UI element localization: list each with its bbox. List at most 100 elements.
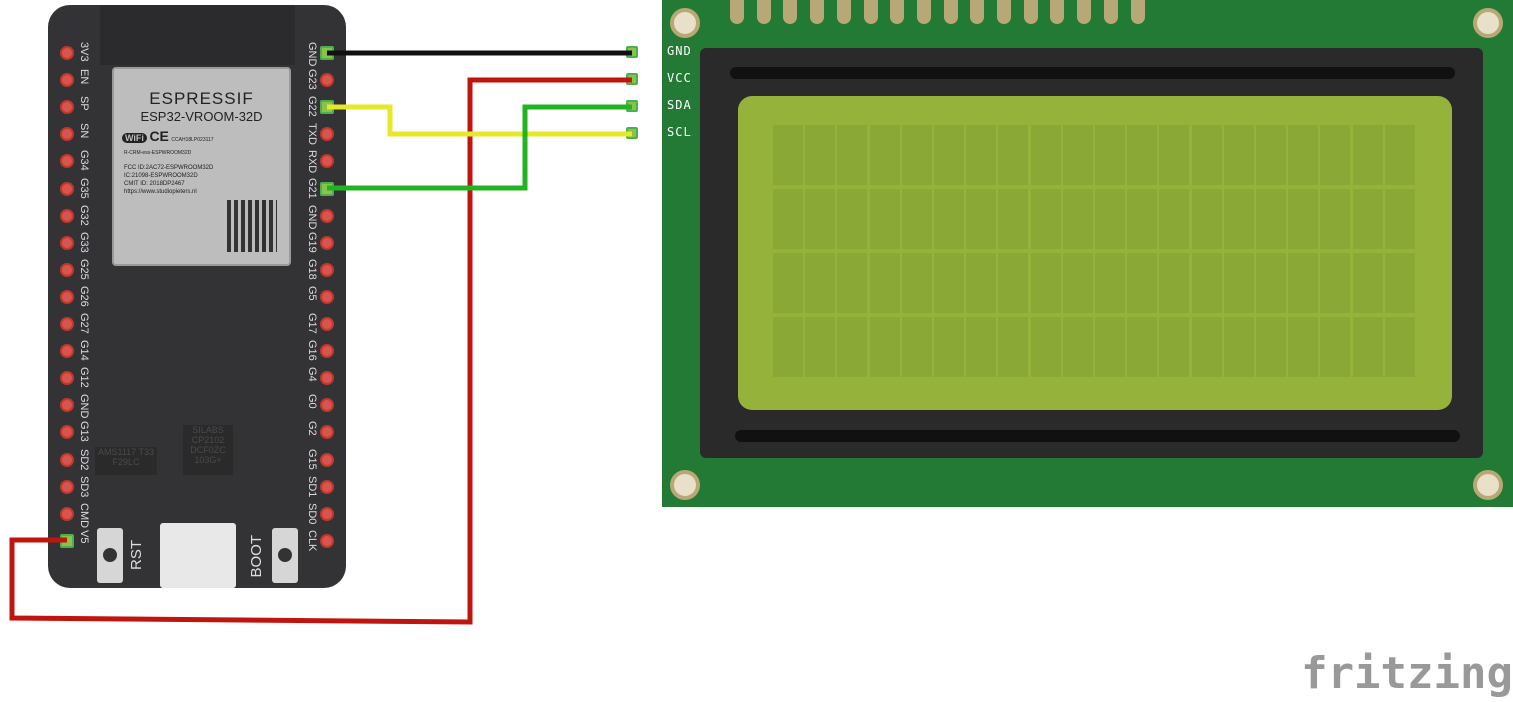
lcd-char-cell — [1127, 125, 1158, 185]
lcd-char-cell — [1062, 253, 1093, 313]
lcd-char-cell — [1288, 253, 1319, 313]
lcd-char-cell — [1384, 189, 1415, 249]
pin-g13[interactable] — [60, 425, 74, 440]
bezel-slot-bottom — [735, 430, 1460, 442]
lcd-char-cell — [901, 189, 932, 249]
pin-g27[interactable] — [60, 317, 74, 331]
lcd-char-cell — [869, 253, 900, 313]
pin-sd1[interactable] — [320, 479, 334, 494]
lcd-char-cell — [1062, 189, 1093, 249]
pin-label: G18 — [306, 258, 318, 280]
mount-hole — [670, 8, 700, 38]
lcd-char-cell — [837, 253, 868, 313]
pin-g2[interactable] — [320, 425, 334, 440]
lcd-char-cell — [1320, 317, 1351, 377]
lcd-char-cell — [1030, 253, 1061, 313]
header-pin[interactable] — [730, 0, 744, 24]
header-pin[interactable] — [783, 0, 798, 24]
pin-label: G2 — [306, 421, 318, 437]
wire-vcc[interactable] — [9, 77, 632, 625]
pin-g35[interactable] — [60, 181, 74, 196]
wire-scl[interactable] — [327, 104, 632, 137]
header-pin[interactable] — [1077, 0, 1092, 24]
header-pin[interactable] — [970, 0, 985, 24]
ce-mark: CE — [149, 128, 169, 144]
lcd-char-cell — [1159, 125, 1190, 185]
pin-g14[interactable] — [60, 344, 74, 359]
pin-g25[interactable] — [60, 262, 74, 277]
header-pin[interactable] — [1023, 0, 1038, 24]
pin-g32[interactable] — [60, 208, 74, 223]
lcd-char-cell — [966, 125, 997, 185]
pin-3v3[interactable] — [60, 46, 74, 60]
pin-g34[interactable] — [60, 154, 74, 169]
lcd-char-cell — [1062, 317, 1093, 377]
pin-sd0[interactable] — [320, 506, 334, 521]
pin-g5[interactable] — [320, 289, 334, 304]
mount-hole — [1473, 470, 1503, 500]
wire-sda[interactable] — [327, 104, 632, 191]
pin-sn[interactable] — [60, 127, 74, 142]
pin-label: G0 — [306, 394, 318, 409]
lcd-char-cell — [901, 125, 932, 185]
usb-port[interactable] — [160, 523, 236, 588]
header-pin[interactable] — [1050, 0, 1065, 24]
header-pin[interactable] — [890, 0, 905, 24]
lcd-char-cell — [901, 253, 932, 313]
pin-label: G21 — [306, 177, 318, 199]
header-pin[interactable] — [863, 0, 878, 24]
pin-label: G26 — [78, 285, 90, 307]
header-pin[interactable] — [943, 0, 958, 24]
rst-button[interactable] — [97, 528, 123, 583]
header-pin[interactable] — [836, 0, 851, 24]
lcd-char-cell — [1288, 125, 1319, 185]
lcd-char-cell — [1191, 317, 1222, 377]
lcd-pin-label: SDA — [667, 98, 692, 112]
header-pin[interactable] — [916, 0, 931, 24]
lcd-char-cell — [998, 317, 1029, 377]
lcd-char-cell — [998, 125, 1029, 185]
pin-label: G22 — [306, 96, 318, 117]
header-pin[interactable] — [1103, 0, 1118, 24]
pin-txd[interactable] — [320, 127, 334, 142]
pin-sd3[interactable] — [60, 479, 74, 494]
esp32-module: ESPRESSIF ESP32-VROOM-32D WiFi CE CCAH18… — [112, 67, 291, 266]
pin-en[interactable] — [60, 73, 74, 88]
pin-clk[interactable] — [320, 533, 334, 548]
pin-g15[interactable] — [320, 452, 334, 467]
lcd-char-cell — [805, 253, 836, 313]
pin-g19[interactable] — [320, 235, 334, 250]
pin-g17[interactable] — [320, 317, 334, 331]
pin-gnd[interactable] — [60, 398, 74, 413]
pin-label: G25 — [78, 258, 90, 280]
pin-g23[interactable] — [320, 73, 334, 88]
pin-rxd[interactable] — [320, 154, 334, 169]
pin-g4[interactable] — [320, 371, 334, 386]
pin-sp[interactable] — [60, 100, 74, 115]
header-pin[interactable] — [1130, 0, 1145, 24]
lcd-char-cell — [773, 317, 803, 377]
pin-gnd[interactable] — [320, 208, 334, 223]
header-pin[interactable] — [810, 0, 825, 24]
lcd-char-cell — [1352, 125, 1383, 185]
header-pin[interactable] — [756, 0, 771, 24]
pin-g12[interactable] — [60, 371, 74, 386]
pin-g26[interactable] — [60, 289, 74, 304]
pin-label: G12 — [78, 367, 90, 388]
boot-button[interactable] — [272, 528, 298, 583]
lcd-char-cell — [1320, 189, 1351, 249]
pin-label: SD0 — [306, 502, 318, 525]
lcd-char-cell — [998, 189, 1029, 249]
pin-cmd[interactable] — [60, 506, 74, 521]
pin-g18[interactable] — [320, 262, 334, 277]
pin-g16[interactable] — [320, 344, 334, 359]
bezel-slot-top — [730, 67, 1455, 79]
pin-label: SP — [78, 96, 90, 111]
header-pin[interactable] — [997, 0, 1011, 24]
lcd-char-cell — [1030, 317, 1061, 377]
pin-g33[interactable] — [60, 235, 74, 250]
pin-g0[interactable] — [320, 398, 334, 413]
lcd-char-cell — [1127, 317, 1158, 377]
pin-sd2[interactable] — [60, 452, 74, 467]
lcd-char-cell — [1062, 125, 1093, 185]
